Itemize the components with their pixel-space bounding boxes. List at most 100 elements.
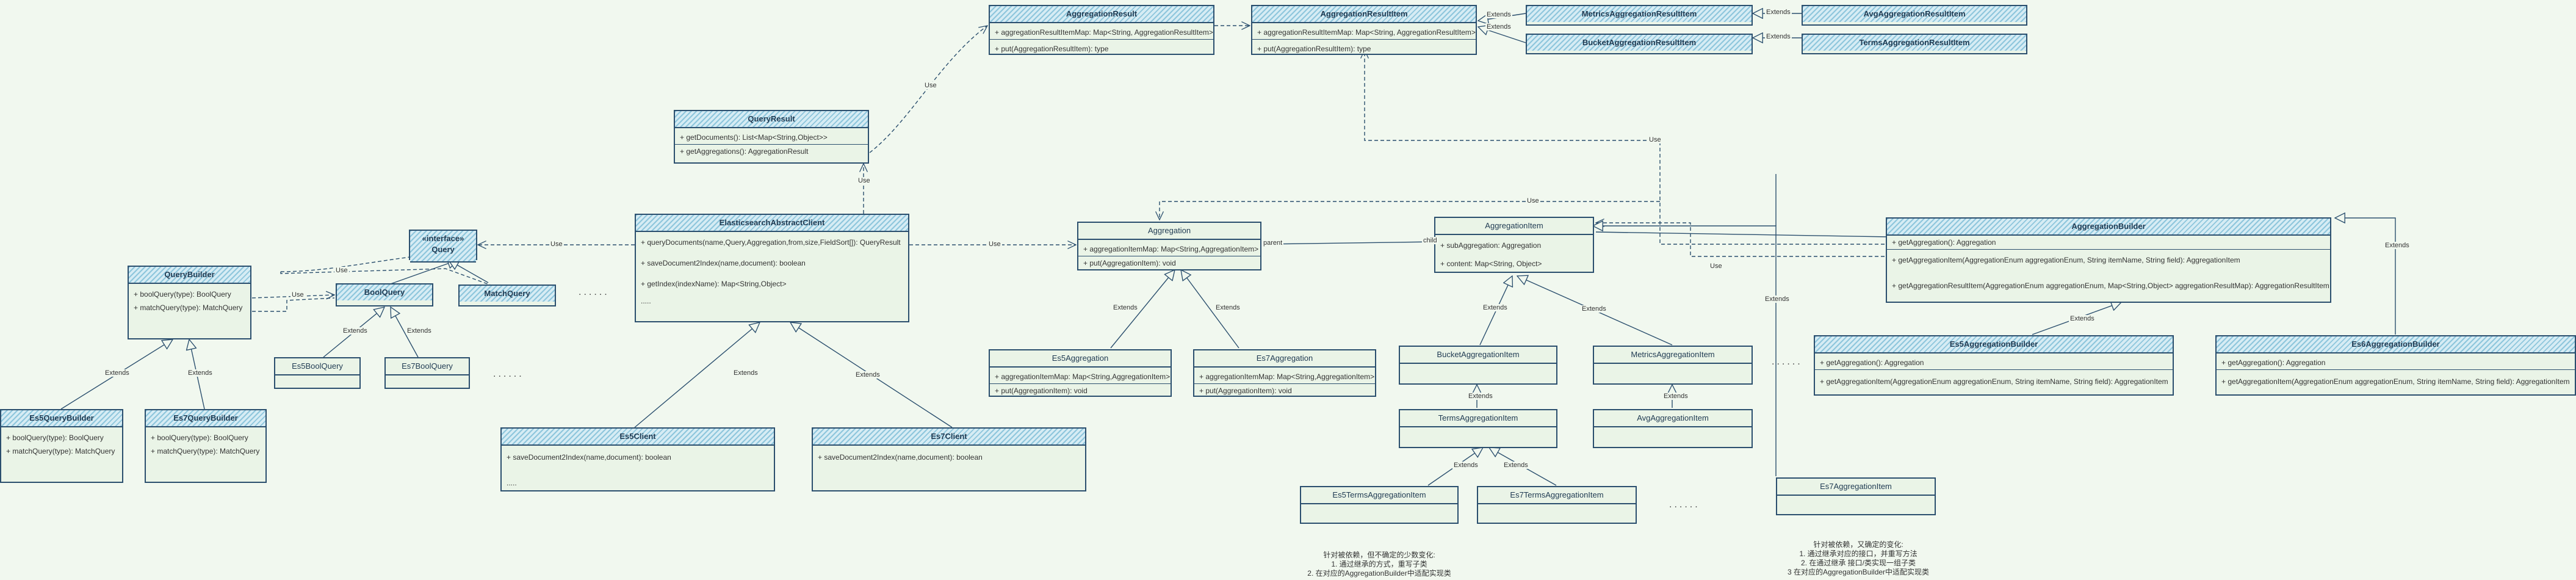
class-aggregation-builder[interactable]: AggregationBuilder + getAggregation(): A… xyxy=(1886,217,2331,303)
class-bucket-agg-result-item[interactable]: BucketAggregationResultItem xyxy=(1526,34,1753,54)
class-aggregation-result[interactable]: AggregationResult + aggregationResultIte… xyxy=(989,5,1214,55)
label-extends-es7bool: Extends xyxy=(406,327,433,335)
class-es7-query-builder[interactable]: Es7QueryBuilder + boolQuery(type): BoolQ… xyxy=(145,409,267,483)
class-es7-terms-agg-item-title: Es7TermsAggregationItem xyxy=(1478,487,1636,504)
label-use-qb-query: Use xyxy=(334,267,349,274)
class-aggregation-item-title: AggregationItem xyxy=(1435,218,1593,235)
label-use-builder-resultitem: Use xyxy=(1648,136,1662,143)
class-query-result[interactable]: QueryResult + getDocuments(): List<Map<S… xyxy=(674,110,869,164)
class-query-result-title: QueryResult xyxy=(675,111,868,128)
class-es6-agg-builder[interactable]: Es6AggregationBuilder + getAggregation()… xyxy=(2215,335,2576,396)
method-es7-bool-query: + boolQuery(type): BoolQuery xyxy=(151,433,248,442)
field-es5-aggregation-map: + aggregationItemMap: Map<String,Aggrega… xyxy=(995,372,1171,381)
class-es7-aggregation[interactable]: Es7Aggregation + aggregationItemMap: Map… xyxy=(1193,349,1376,397)
class-avg-agg-item[interactable]: AvgAggregationItem xyxy=(1593,409,1753,448)
class-bool-query-title: BoolQuery xyxy=(337,285,432,300)
label-extends-termsitem: Extends xyxy=(1467,393,1494,400)
class-es7-query-builder-title: Es7QueryBuilder xyxy=(146,410,265,427)
use-line-querybuilder-to-query xyxy=(280,256,416,272)
method-get-aggregations: + getAggregations(): AggregationResult xyxy=(680,147,809,156)
method-es7-save-document: + saveDocument2Index(name,document): boo… xyxy=(818,453,983,462)
class-es7-bool-query[interactable]: Es7BoolQuery xyxy=(384,357,470,389)
method-get-aggregation-result-item: + getAggregationResultItem(AggregationEn… xyxy=(1892,281,2329,290)
class-es7-agg-item[interactable]: Es7AggregationItem xyxy=(1776,477,1936,515)
class-es7-terms-agg-item[interactable]: Es7TermsAggregationItem xyxy=(1477,486,1637,524)
class-es7-bool-query-title: Es7BoolQuery xyxy=(386,358,469,375)
client-more: ..... xyxy=(641,297,651,305)
label-extends-es6aggbuilder: Extends xyxy=(2384,242,2411,249)
class-es-abstract-client-title: ElasticsearchAbstractClient xyxy=(636,215,908,232)
label-extends-avgitem: Extends xyxy=(1662,393,1689,400)
field-content: + content: Map<String, Object> xyxy=(1440,259,1542,268)
label-extends-es7agg: Extends xyxy=(1214,304,1241,311)
use-line-querybuilder-to-matchquery xyxy=(252,297,335,312)
method-es5-bool-query: + boolQuery(type): BoolQuery xyxy=(6,433,104,442)
class-terms-agg-result-item[interactable]: TermsAggregationResultItem xyxy=(1802,34,2027,54)
label-use-qb-boolquery: Use xyxy=(290,291,305,299)
method-es6-get-aggregation: + getAggregation(): Aggregation xyxy=(2221,358,2326,367)
association-aggregation-aggitem xyxy=(1261,241,1435,245)
class-es5-query-builder[interactable]: Es5QueryBuilder + boolQuery(type): BoolQ… xyxy=(0,409,123,483)
extends-es7bool xyxy=(391,307,419,358)
method-es7-aggregation-put: + put(AggregationItem): void xyxy=(1199,386,1292,395)
method-agg-result-put: + put(AggregationResultItem): type xyxy=(995,45,1109,53)
class-es5-aggregation[interactable]: Es5Aggregation + aggregationItemMap: Map… xyxy=(989,349,1172,397)
class-es5-agg-builder[interactable]: Es5AggregationBuilder + getAggregation()… xyxy=(1814,335,2174,396)
class-bucket-agg-result-item-title: BucketAggregationResultItem xyxy=(1527,35,1752,51)
class-aggregation-item[interactable]: AggregationItem + subAggregation: Aggreg… xyxy=(1434,217,1594,273)
class-query[interactable]: «interface» Query xyxy=(409,230,477,263)
class-avg-agg-result-item[interactable]: AvgAggregationResultItem xyxy=(1802,5,2027,26)
extends-es5client xyxy=(634,322,760,428)
field-sub-aggregation: + subAggregation: Aggregation xyxy=(1440,241,1542,250)
label-extends-es7aggitem: Extends xyxy=(1764,295,1791,303)
ellipsis-query: ...... xyxy=(579,287,610,297)
es5-client-more: ..... xyxy=(507,479,517,487)
method-get-index: + getIndex(indexName): Map<String,Object… xyxy=(641,280,787,288)
class-avg-agg-item-title: AvgAggregationItem xyxy=(1594,410,1752,427)
class-es5-client[interactable]: Es5Client + saveDocument2Index(name,docu… xyxy=(500,427,775,491)
class-bucket-agg-item[interactable]: BucketAggregationItem xyxy=(1399,346,1557,385)
use-line-aggbuilder-to-aggresultitem xyxy=(1365,50,1891,245)
class-es7-agg-item-title: Es7AggregationItem xyxy=(1777,479,1935,496)
class-es7-client[interactable]: Es7Client + saveDocument2Index(name,docu… xyxy=(812,427,1086,491)
ellipsis-terms-item: ...... xyxy=(1669,499,1700,510)
class-query-builder[interactable]: QueryBuilder + boolQuery(type): BoolQuer… xyxy=(128,266,251,339)
label-extends-metrics-result: Extends xyxy=(1485,11,1512,18)
class-terms-agg-item[interactable]: TermsAggregationItem xyxy=(1399,409,1557,448)
class-metrics-agg-item[interactable]: MetricsAggregationItem xyxy=(1593,346,1753,385)
label-use-client-aggregation: Use xyxy=(987,241,1002,248)
label-use-queryresult-aggresult: Use xyxy=(923,82,938,89)
method-save-document: + saveDocument2Index(name,document): boo… xyxy=(641,259,806,267)
method-es5-aggregation-put: + put(AggregationItem): void xyxy=(995,386,1088,395)
class-es5-terms-agg-item-title: Es5TermsAggregationItem xyxy=(1301,487,1457,504)
class-es7-aggregation-title: Es7Aggregation xyxy=(1194,350,1375,368)
method-get-aggregation: + getAggregation(): Aggregation xyxy=(1892,238,1996,247)
class-aggregation-result-item[interactable]: AggregationResultItem + aggregationResul… xyxy=(1251,5,1477,55)
class-bool-query[interactable]: BoolQuery xyxy=(336,283,433,306)
label-use-client-queryresult: Use xyxy=(857,177,871,184)
class-es5-aggregation-title: Es5Aggregation xyxy=(990,350,1171,368)
class-metrics-agg-result-item[interactable]: MetricsAggregationResultItem xyxy=(1526,5,1753,26)
label-extends-es5client: Extends xyxy=(732,369,759,377)
class-avg-agg-result-item-title: AvgAggregationResultItem xyxy=(1803,6,2026,22)
use-line-qb-top xyxy=(280,268,513,293)
note-minor-changes: 针对被依赖，但不确定的少数变化: 1. 通过继承的方式，重写子类 2. 在对应的… xyxy=(1307,551,1451,578)
label-parent: parent xyxy=(1262,239,1284,247)
method-es5-save-document: + saveDocument2Index(name,document): boo… xyxy=(507,453,671,462)
class-es5-bool-query[interactable]: Es5BoolQuery xyxy=(274,357,361,389)
class-aggregation-title: Aggregation xyxy=(1078,223,1260,240)
label-extends-avg-result: Extends xyxy=(1765,9,1792,16)
class-query-builder-title: QueryBuilder xyxy=(129,267,250,284)
method-match-query: + matchQuery(type): MatchQuery xyxy=(134,303,243,312)
class-es5-agg-builder-title: Es5AggregationBuilder xyxy=(1815,336,2173,353)
label-extends-es7termsitem: Extends xyxy=(1503,462,1529,469)
method-get-aggregation-item: + getAggregationItem(AggregationEnum agg… xyxy=(1892,256,2240,264)
class-aggregation[interactable]: Aggregation + aggregationItemMap: Map<St… xyxy=(1077,222,1261,270)
method-es5-match-query: + matchQuery(type): MatchQuery xyxy=(6,447,115,455)
class-es7-client-title: Es7Client xyxy=(813,429,1085,446)
method-es7-match-query: + matchQuery(type): MatchQuery xyxy=(151,447,260,455)
class-es5-terms-agg-item[interactable]: Es5TermsAggregationItem xyxy=(1300,486,1459,524)
class-es-abstract-client[interactable]: ElasticsearchAbstractClient + queryDocum… xyxy=(635,214,909,322)
class-match-query[interactable]: MatchQuery xyxy=(458,285,556,306)
label-extends-es5qb: Extends xyxy=(104,369,131,377)
